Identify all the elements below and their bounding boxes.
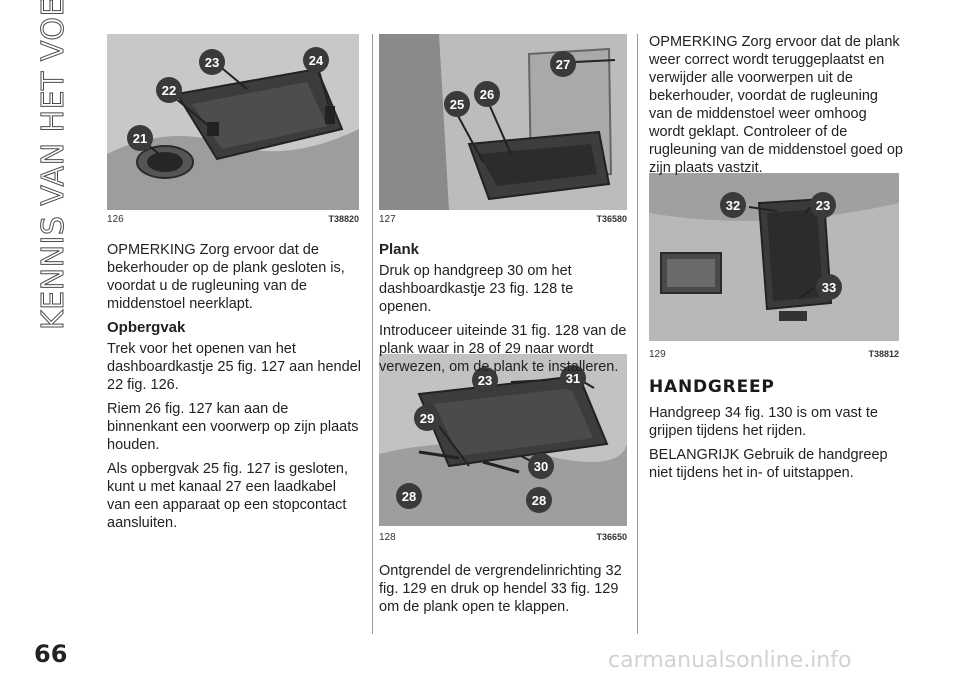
svg-text:23: 23 [478,373,492,388]
section-title-handgreep: HANDGREEP [649,377,775,397]
callout-27: 27 [550,51,576,77]
note-shelf-replace: OPMERKING Zorg ervoor dat de plank weer … [649,34,903,176]
figure-129-photo: 32 23 33 [649,173,899,341]
figure-128: 23 31 29 30 28 28 128 [379,354,627,550]
figure-number: 129 [649,349,666,360]
page-number: 66 [34,640,68,668]
callout-31: 31 [560,365,586,391]
svg-text:22: 22 [162,83,176,98]
figure-127: 25 26 27 127 T36580 [379,34,627,230]
heading-plank: Plank [379,241,420,258]
paragraph-install-shelf: Introduceer uiteinde 31 fig. 128 van de … [379,323,627,375]
figure-number: 126 [107,214,124,225]
figure-126: 21 22 23 24 126 T38820 [107,34,359,230]
svg-text:21: 21 [133,131,147,146]
callout-23: 23 [810,192,836,218]
svg-text:23: 23 [205,55,219,70]
callout-28-left: 28 [396,483,422,509]
side-title: KENNIS VAN HET VOERTUIG [36,0,72,331]
paragraph-important: BELANGRIJK Gebruik de handgreep niet tij… [649,447,888,481]
callout-32: 32 [720,192,746,218]
note-cupholder: OPMERKING Zorg ervoor dat de bekerhouder… [107,242,345,312]
svg-text:28: 28 [532,493,546,508]
column-rule-right [637,34,638,634]
figure-126-caption: 126 T38820 [107,214,359,226]
column-2-text-bottom: Ontgrendel de vergrendelinrichting 32 fi… [379,562,629,622]
callout-26: 26 [474,81,500,107]
watermark: carmanualsonline.info [608,648,852,673]
callout-28-right: 28 [526,487,552,513]
svg-text:31: 31 [566,371,580,386]
figure-code: T38820 [328,214,359,224]
callout-25: 25 [444,91,470,117]
callout-23: 23 [472,367,498,393]
svg-text:33: 33 [822,280,836,295]
figure-number: 127 [379,214,396,225]
column-3-text-top: OPMERKING Zorg ervoor dat de plank weer … [649,33,904,183]
figure-126-photo: 21 22 23 24 [107,34,359,210]
heading-opbergvak: Opbergvak [107,319,186,336]
figure-code: T36650 [596,532,627,542]
callout-24: 24 [303,47,329,73]
column-1-text: OPMERKING Zorg ervoor dat de bekerhouder… [107,241,362,538]
figure-129: 32 23 33 129 T38812 [649,173,899,365]
paragraph-open-glovebox: Trek voor het openen van het dashboardka… [107,341,361,393]
figure-127-photo: 25 26 27 [379,34,627,210]
svg-text:26: 26 [480,87,494,102]
svg-text:24: 24 [309,53,324,68]
column-2-text: Plank Druk op handgreep 30 om het dashbo… [379,241,629,382]
svg-text:25: 25 [450,97,464,112]
figure-129-caption: 129 T38812 [649,349,899,361]
figure-number: 128 [379,532,396,543]
figure-128-photo: 23 31 29 30 28 28 [379,354,627,526]
callout-21: 21 [127,125,153,151]
callout-29: 29 [414,405,440,431]
figure-code: T36580 [596,214,627,224]
paragraph-unlock-shelf: Ontgrendel de vergrendelinrichting 32 fi… [379,563,622,615]
paragraph-open-shelf: Druk op handgreep 30 om het dashboardkas… [379,263,574,315]
column-3-text-bottom: HANDGREEP Handgreep 34 fig. 130 is om va… [649,372,904,488]
figure-127-caption: 127 T36580 [379,214,627,226]
svg-text:23: 23 [816,198,830,213]
callout-33: 33 [816,274,842,300]
svg-text:29: 29 [420,411,434,426]
paragraph-cable-channel: Als opbergvak 25 fig. 127 is gesloten, k… [107,461,349,531]
figure-code: T38812 [868,349,899,359]
svg-text:30: 30 [534,459,548,474]
svg-text:32: 32 [726,198,740,213]
paragraph-handle: Handgreep 34 fig. 130 is om vast te grij… [649,405,878,439]
callout-22: 22 [156,77,182,103]
callout-23: 23 [199,49,225,75]
svg-text:27: 27 [556,57,570,72]
column-rule-left [372,34,373,634]
svg-text:28: 28 [402,489,416,504]
callout-30: 30 [528,453,554,479]
paragraph-strap: Riem 26 fig. 127 kan aan de binnenkant e… [107,401,359,453]
figure-128-caption: 128 T36650 [379,532,627,544]
